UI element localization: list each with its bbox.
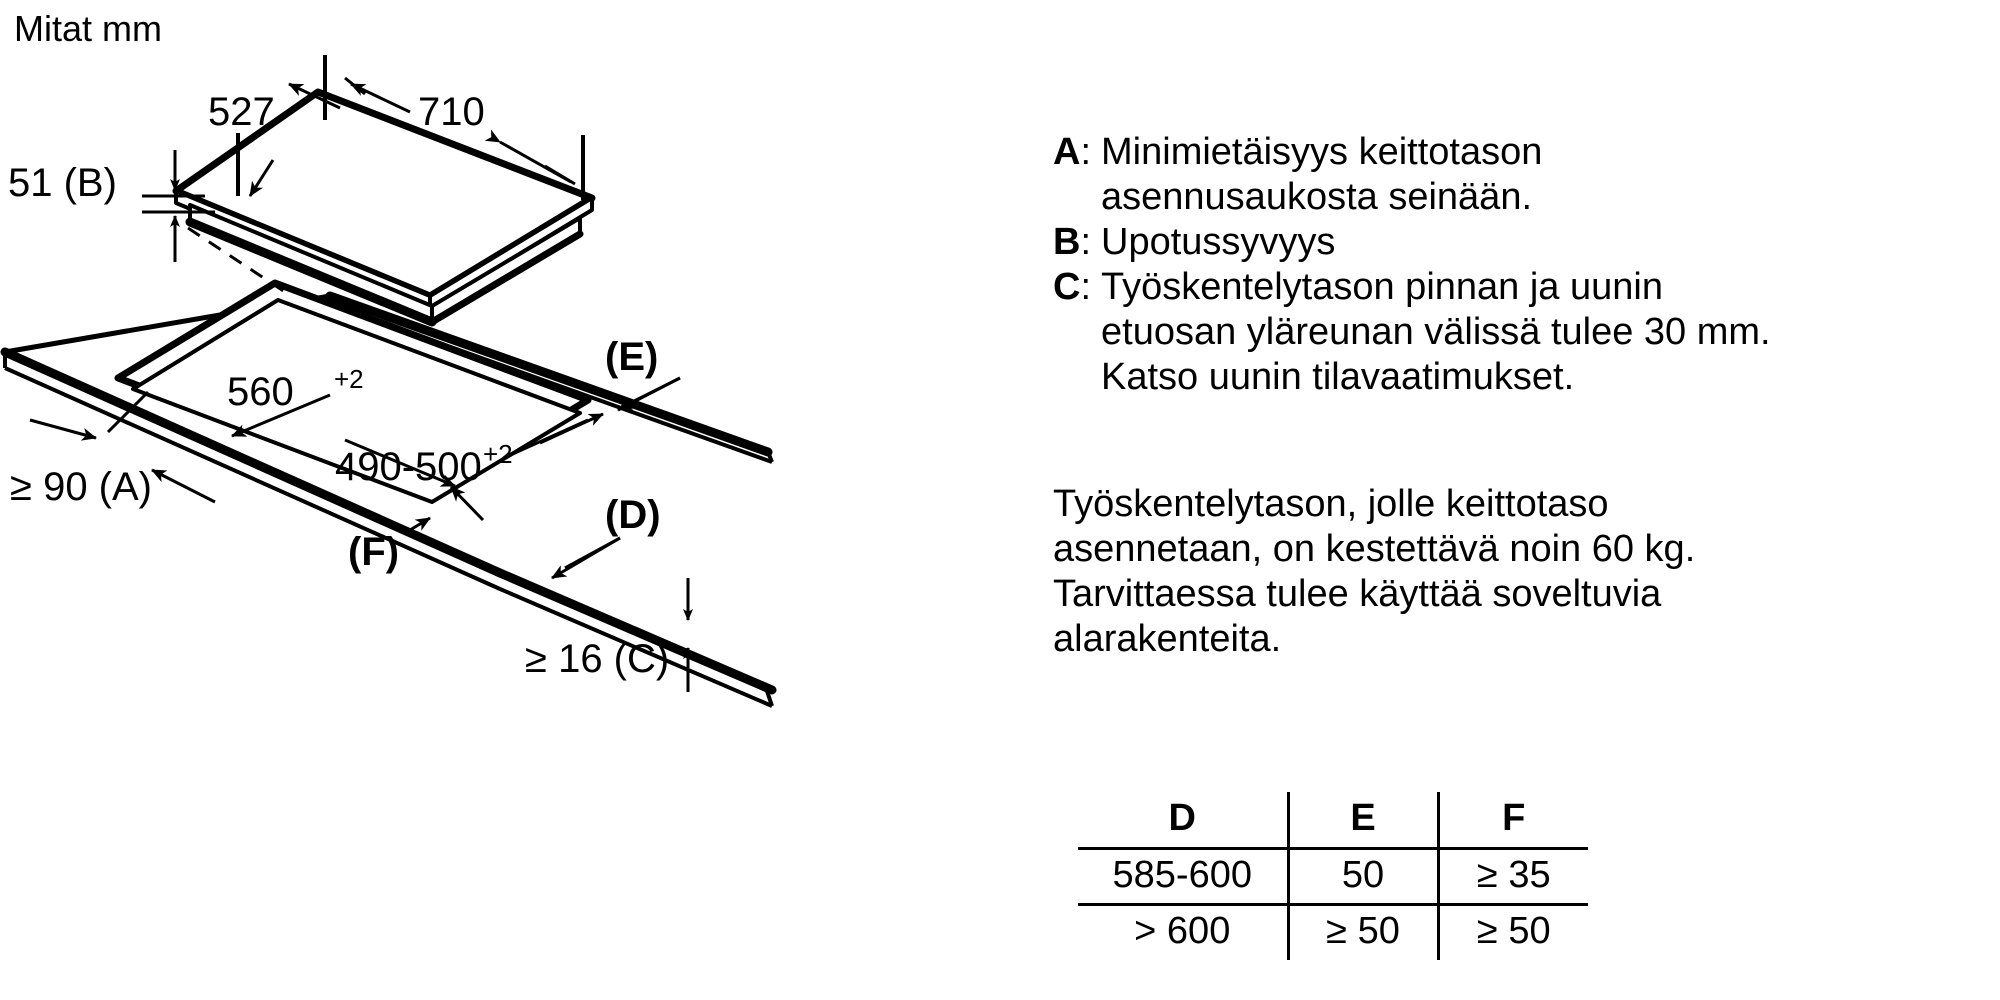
- callout-label-f: (F): [348, 530, 399, 574]
- legend-key-c: C: [1053, 266, 1081, 308]
- alignment-dashed-line: [187, 226, 286, 294]
- dimension-label-90: ≥ 90 (A): [10, 465, 152, 509]
- table-cell-f-1: ≥ 35: [1436, 848, 1588, 906]
- dimension-90-a: ≥ 90 (A): [10, 390, 216, 509]
- table-cell-f-2: ≥ 50: [1436, 904, 1588, 960]
- table-cell-d-2: > 600: [1134, 910, 1231, 953]
- table-row: 585-600 50 ≥ 35: [1078, 848, 1588, 906]
- table-cell-e-1: 50: [1286, 848, 1438, 906]
- legend-colon-a: :: [1080, 131, 1092, 173]
- legend-item-b: B : Upotussyvyys: [1053, 220, 1793, 265]
- legend-text-a-line-1: Minimietäisyys keittotason: [1101, 131, 1543, 173]
- legend-list: A : Minimietäisyys keittotason asennusau…: [1053, 130, 1793, 400]
- callout-label-e: (E): [605, 335, 658, 379]
- dimension-label-490-500-tolerance: +2: [483, 439, 513, 469]
- dimension-label-490-500: 490-500: [335, 445, 482, 489]
- dimension-label-560: 560: [227, 370, 294, 414]
- table-cell-d-1: 585-600: [1078, 848, 1288, 906]
- dimension-710: 710: [344, 76, 585, 200]
- note-line-3: Tarvittaessa tulee käyttää soveltuvia: [1053, 573, 1662, 615]
- legend-text-c-line-3: Katso uunin tilavaatimukset.: [1101, 356, 1575, 398]
- legend-key-a: A: [1053, 131, 1081, 173]
- legend-text-a: Minimietäisyys keittotason asennusaukost…: [1091, 130, 1793, 220]
- table-header-e: E: [1286, 792, 1438, 850]
- legend-item-c: C : Työskentelytason pinnan ja uunin etu…: [1053, 265, 1793, 400]
- legend-text-b-line-1: Upotussyvyys: [1101, 221, 1336, 263]
- callout-f: (F): [348, 516, 431, 574]
- dimension-527: 527: [208, 55, 341, 197]
- callout-d: (D): [551, 493, 661, 580]
- dimension-560: 560 +2: [227, 364, 456, 488]
- dimension-490-500: 490-500 +2: [335, 412, 604, 522]
- note-line-4: alarakenteita.: [1053, 618, 1282, 660]
- note-line-1: Työskentelytason, jolle keittotaso: [1053, 483, 1609, 525]
- hob-installation-drawing: 527 710 51 (B): [0, 55, 777, 708]
- legend-text-a-line-2: asennusaukosta seinään.: [1101, 176, 1533, 218]
- cooktop-body: [172, 88, 596, 327]
- table-header-d: D: [1078, 792, 1288, 850]
- legend-colon-b: :: [1080, 221, 1092, 263]
- dimension-label-51: 51 (B): [8, 161, 117, 205]
- table-cell-e-2: ≥ 50: [1286, 904, 1438, 960]
- callout-label-d: (D): [605, 493, 661, 537]
- worktop-body: [0, 279, 777, 708]
- table-header-f: F: [1436, 792, 1588, 850]
- note-line-2: asennetaan, on kestettävä noin 60 kg.: [1053, 528, 1696, 570]
- dimension-table: D E F 585-600 50 ≥ 35 > 600 ≥ 50 ≥ 50: [1078, 792, 1588, 960]
- page-title: Mitat mm: [14, 8, 162, 49]
- callout-e: (E): [605, 335, 681, 412]
- dimension-label-560-tolerance: +2: [334, 364, 364, 394]
- dimension-label-16: ≥ 16 (C): [525, 637, 669, 681]
- legend-item-a: A : Minimietäisyys keittotason asennusau…: [1053, 130, 1793, 220]
- legend-text-c-line-1: Työskentelytason pinnan ja uunin: [1101, 266, 1663, 308]
- table-header-row: D E F: [1078, 792, 1588, 850]
- legend-text-c: Työskentelytason pinnan ja uunin etuosan…: [1091, 265, 1793, 400]
- dimension-label-527: 527: [208, 90, 275, 134]
- dimension-16-c: ≥ 16 (C): [525, 578, 693, 692]
- load-capacity-note: Työskentelytason, jolle keittotaso asenn…: [1053, 482, 1833, 662]
- legend-colon-c: :: [1080, 266, 1092, 308]
- dimension-label-710: 710: [418, 90, 485, 134]
- dimension-51-b: 51 (B): [8, 150, 215, 262]
- table-row: > 600 ≥ 50 ≥ 50: [1078, 904, 1588, 960]
- legend-key-b: B: [1053, 221, 1081, 263]
- legend-text-c-line-2: etuosan yläreunan välissä tulee 30 mm.: [1101, 311, 1771, 353]
- legend-text-b: Upotussyvyys: [1091, 220, 1793, 265]
